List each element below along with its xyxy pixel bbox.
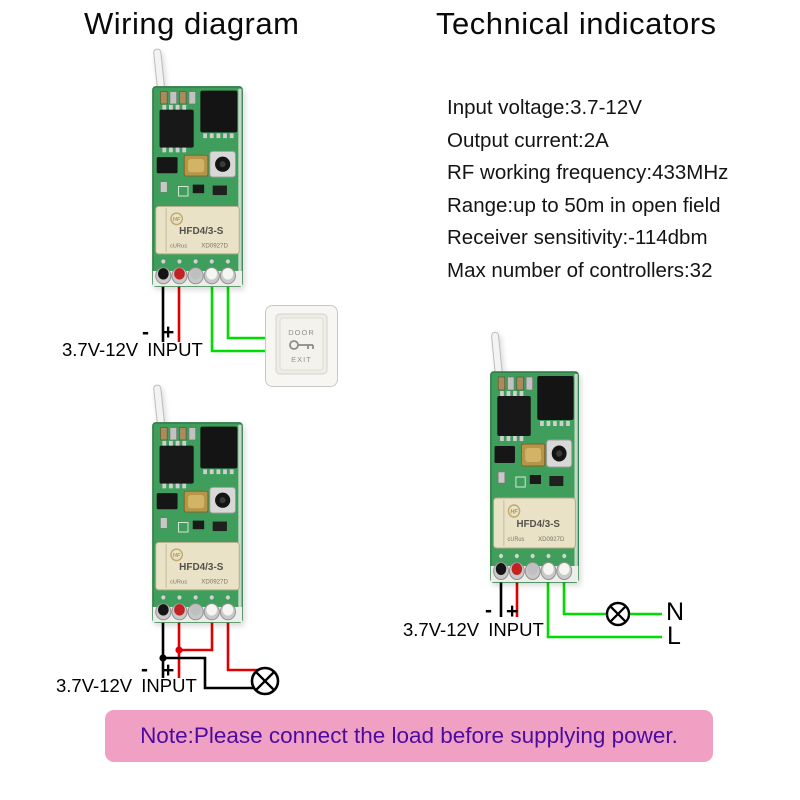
junction-dot-red bbox=[175, 646, 183, 654]
relay-cert-text: cURus bbox=[508, 537, 525, 543]
pairing-button bbox=[209, 150, 236, 178]
relay: HF HFD4/3-S cURus XD0927D bbox=[493, 497, 576, 549]
plus-label-d1: + bbox=[162, 321, 175, 344]
input-label-d3: 3.7V-12V INPUT bbox=[403, 619, 544, 640]
minus-label-d3: - bbox=[485, 599, 492, 622]
relay: HF HFD4/3-S cURus XD0927D bbox=[155, 541, 240, 591]
solder-pads bbox=[161, 595, 230, 600]
spec-line: Receiver sensitivity:-114dbm bbox=[447, 226, 708, 249]
ic-chip-right bbox=[200, 426, 238, 475]
transistor bbox=[156, 157, 178, 174]
receiver-module-3: HF HFD4/3-S cURus XD0927D bbox=[490, 331, 579, 583]
terminal-block bbox=[152, 267, 243, 287]
spec-list: Input voltage:3.7-12V Output current:2A … bbox=[447, 92, 728, 287]
ic-chip-left bbox=[159, 440, 194, 489]
relay-model-text: HFD4/3-S bbox=[517, 519, 561, 530]
door-button-label-bottom: EXIT bbox=[291, 355, 312, 364]
relay-brand-text: HF bbox=[173, 217, 181, 223]
small-components bbox=[160, 181, 227, 197]
receiver-module-2: HF HFD4/3-S cURus XD0927D bbox=[152, 384, 243, 623]
transistor bbox=[156, 493, 178, 510]
spec-line: Range:up to 50m in open field bbox=[447, 193, 721, 217]
ic-chip-left bbox=[497, 391, 531, 441]
spec-line: RF working frequency:433MHz bbox=[447, 161, 729, 184]
door-button-label-top: DOOR bbox=[288, 328, 315, 337]
note-banner: Note:Please connect the load before supp… bbox=[105, 710, 713, 762]
spec-line: Input voltage:3.7-12V bbox=[447, 96, 642, 119]
input-label-d1: 3.7V-12V INPUT bbox=[62, 339, 203, 360]
pairing-button bbox=[546, 439, 573, 468]
crystal-oscillator bbox=[183, 490, 209, 513]
relay-code-text: XD0927D bbox=[201, 578, 228, 585]
small-components bbox=[160, 517, 227, 533]
lamp-icon bbox=[605, 601, 631, 627]
relay-model-text: HFD4/3-S bbox=[179, 226, 224, 237]
lamp-icon bbox=[250, 666, 280, 696]
key-icon bbox=[289, 340, 314, 350]
receiver-module-1: HF HFD4/3-S cURus XD0927D bbox=[152, 48, 243, 287]
pcb-edge bbox=[238, 424, 242, 621]
solder-pads bbox=[498, 553, 567, 559]
door-exit-button: DOOR EXIT bbox=[265, 305, 338, 387]
relay-brand-text: HF bbox=[510, 509, 518, 515]
transistor bbox=[494, 446, 515, 463]
ic-chip-right bbox=[200, 90, 238, 139]
plus-label-d2: + bbox=[162, 659, 175, 682]
pcb-edge bbox=[238, 88, 242, 285]
smd-capacitors bbox=[497, 376, 533, 391]
minus-label-d2: - bbox=[141, 658, 148, 681]
neutral-label: N bbox=[666, 598, 685, 626]
relay-code-text: XD0927D bbox=[201, 242, 228, 249]
input-label-d2: 3.7V-12V INPUT bbox=[56, 675, 197, 696]
minus-label-d1: - bbox=[142, 321, 149, 344]
spec-line: Max number of controllers:32 bbox=[447, 258, 713, 282]
terminal-block bbox=[152, 603, 243, 623]
relay: HF HFD4/3-S cURus XD0927D bbox=[155, 205, 240, 255]
smd-capacitors bbox=[160, 91, 196, 105]
pairing-button bbox=[209, 486, 236, 514]
ic-chip-right bbox=[537, 376, 574, 426]
plus-label-d3: + bbox=[506, 600, 519, 623]
live-label: L bbox=[667, 622, 681, 650]
spec-line: Output current:2A bbox=[447, 128, 609, 152]
relay-cert-text: cURus bbox=[170, 579, 187, 585]
smd-capacitors bbox=[160, 427, 196, 441]
relay-cert-text: cURus bbox=[170, 243, 187, 249]
pcb-edge bbox=[574, 374, 578, 580]
relay-code-text: XD0927D bbox=[538, 536, 565, 543]
small-components bbox=[497, 471, 564, 488]
page-title-right: Technical indicators bbox=[436, 6, 717, 41]
relay-model-text: HFD4/3-S bbox=[179, 562, 224, 573]
relay-brand-text: HF bbox=[173, 553, 181, 559]
solder-pads bbox=[161, 259, 230, 264]
ic-chip-left bbox=[159, 104, 194, 153]
terminal-block bbox=[490, 562, 579, 582]
crystal-oscillator bbox=[183, 154, 209, 177]
page-title-left: Wiring diagram bbox=[84, 6, 300, 41]
crystal-oscillator bbox=[521, 443, 546, 467]
